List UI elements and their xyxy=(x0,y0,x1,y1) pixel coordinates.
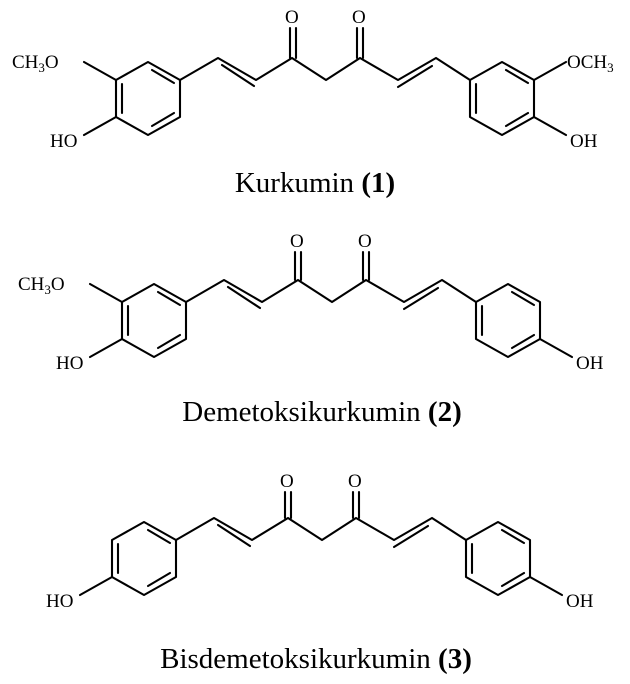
left-ring xyxy=(110,520,178,597)
och3-label-right: OCH3 xyxy=(567,52,614,75)
carbonyl-o-label: O xyxy=(280,471,294,492)
ho-label-left: HO xyxy=(56,353,83,374)
compound-caption: Kurkumin (1) xyxy=(235,167,395,199)
compound-number: (2) xyxy=(428,396,462,428)
compound-caption: Demetoksikurkumin (2) xyxy=(182,396,462,428)
compound-bisdemetoksikurkumin: HO OH O O Bisdemetoksikurkumin (3) xyxy=(46,471,594,675)
ch3o-label-left: CH3O xyxy=(18,274,65,297)
right-ring xyxy=(468,60,536,137)
right-ring xyxy=(474,282,542,359)
compound-number: (3) xyxy=(438,643,472,675)
ch3o-label-left: CH3O xyxy=(12,52,59,75)
left-ring xyxy=(120,282,188,359)
oh-label-right: OH xyxy=(576,353,604,374)
compound-name: Bisdemetoksikurkumin xyxy=(160,643,431,675)
linker-chain xyxy=(184,250,478,311)
left-ring xyxy=(114,60,182,137)
oh-label-right: OH xyxy=(570,131,598,152)
ho-label-left: HO xyxy=(50,131,77,152)
right-ring xyxy=(464,520,532,597)
linker-chain xyxy=(174,490,468,549)
compound-name: Kurkumin xyxy=(235,167,355,199)
compound-kurkumin: CH3O OCH3 HO OH O O Kurkumin (1) xyxy=(12,7,614,199)
ho-label-left: HO xyxy=(46,591,73,612)
compound-caption: Bisdemetoksikurkumin (3) xyxy=(160,643,472,675)
carbonyl-o-label: O xyxy=(348,471,362,492)
carbonyl-o-label: O xyxy=(358,231,372,252)
carbonyl-o-label: O xyxy=(285,7,299,28)
carbonyl-o-label: O xyxy=(352,7,366,28)
linker-chain xyxy=(178,26,472,89)
oh-label-right: OH xyxy=(566,591,594,612)
compound-demetoksikurkumin: CH3O HO OH O O Demetoksikurkumin (2) xyxy=(18,231,604,428)
carbonyl-o-label: O xyxy=(290,231,304,252)
compound-name: Demetoksikurkumin xyxy=(182,396,421,428)
compound-number: (1) xyxy=(361,167,395,199)
